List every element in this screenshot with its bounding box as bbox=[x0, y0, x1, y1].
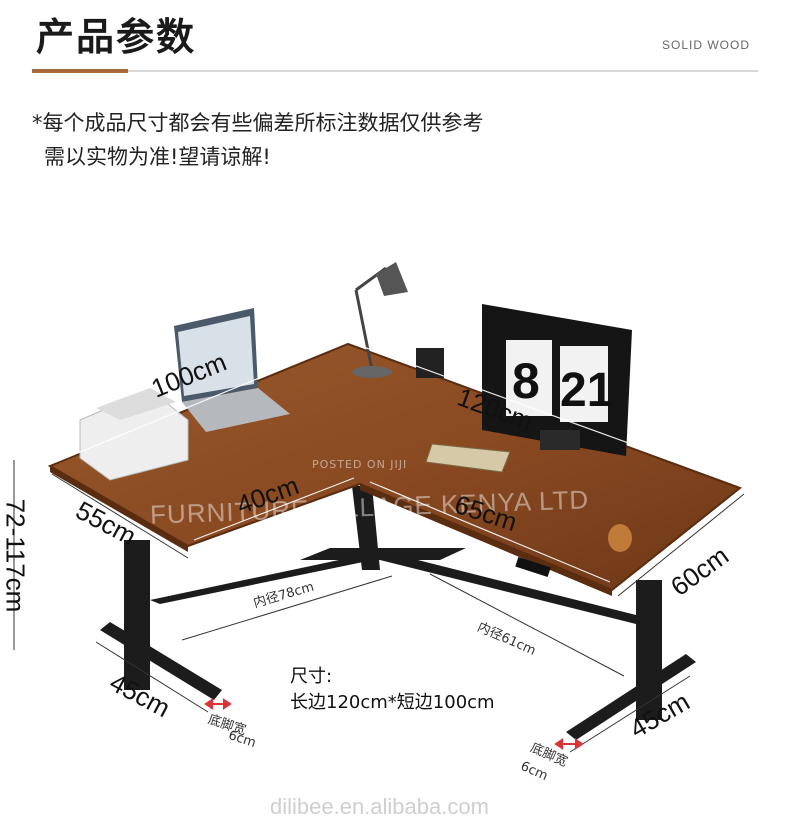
desk-edge bbox=[50, 466, 188, 552]
size-spec-label: 尺寸: bbox=[290, 666, 333, 687]
clock-minute: 21 bbox=[560, 364, 613, 417]
side-beam bbox=[380, 552, 640, 624]
control-panel bbox=[515, 556, 551, 578]
disclaimer-line-2: 需以实物为准!望请谅解! bbox=[44, 145, 271, 169]
watermark-small: POSTED ON JIJI bbox=[312, 458, 408, 471]
brand-label: SOLID WOOD bbox=[661, 38, 750, 52]
footer-site: dilibee.en.alibaba.com bbox=[270, 794, 489, 819]
divider-accent bbox=[32, 69, 128, 73]
title-divider bbox=[32, 69, 758, 73]
left-leg bbox=[124, 540, 150, 690]
printer bbox=[79, 388, 189, 481]
keyboard bbox=[425, 443, 511, 473]
disclaimer-line-1: *每个成品尺寸都会有些偏差所标注数据仅供参考 bbox=[32, 111, 484, 135]
clock-hour: 8 bbox=[512, 353, 540, 409]
outer-dimension-lines bbox=[13, 460, 745, 753]
size-spec-value: 长边120cm*短边100cm bbox=[290, 692, 495, 713]
right-foot bbox=[566, 654, 696, 740]
foot-width-arrow-right bbox=[554, 738, 584, 750]
monitor bbox=[482, 304, 632, 456]
disclaimer-note: *每个成品尺寸都会有些偏差所标注数据仅供参考 需以实物为准!望请谅解! bbox=[32, 106, 484, 174]
desk-frame bbox=[100, 486, 696, 740]
front-beam bbox=[150, 550, 392, 604]
phone-stand bbox=[416, 348, 444, 378]
left-foot bbox=[100, 622, 222, 700]
dimension-lines bbox=[55, 341, 737, 583]
dim-height: 72-117cm bbox=[0, 498, 31, 613]
page-title: 产品参数 bbox=[36, 15, 197, 59]
coffee-mug bbox=[608, 524, 632, 552]
size-spec: 尺寸: 长边120cm*短边100cm bbox=[290, 664, 495, 716]
foot-width-arrow-left bbox=[204, 698, 232, 710]
desk-lamp bbox=[352, 262, 408, 378]
